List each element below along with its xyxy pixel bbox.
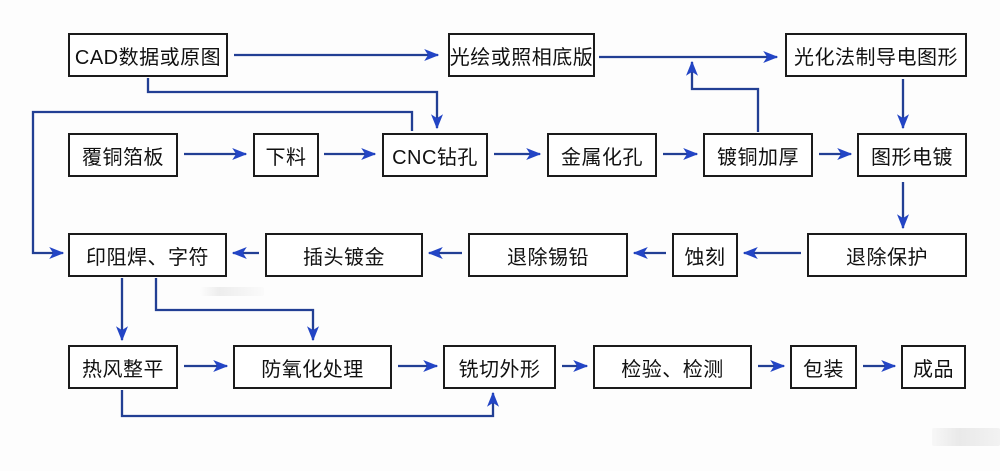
node-soldermask: 印阻焊、字符 [68,233,227,277]
node-gold-finger: 插头镀金 [265,233,423,277]
node-panel-plating: 镀铜加厚 [703,133,813,177]
watermark-smudge-bottom-right [932,428,1000,446]
node-strip-resist: 退除保护 [807,233,967,277]
node-film: 光绘或照相底版 [448,33,595,77]
edge-cad-to-cnc [146,78,443,130]
node-ccl: 覆铜箔板 [68,133,178,177]
node-hasl: 热风整平 [68,345,178,389]
node-cnc: CNC钻孔 [382,133,488,177]
watermark-smudge-center-left [200,287,264,296]
edge-soldermask-to-anti-oxidation [154,278,319,342]
node-anti-oxidation: 防氧化处理 [233,345,392,389]
node-photochem: 光化法制导电图形 [785,33,967,77]
node-blanking: 下料 [253,133,319,177]
node-strip-tinlead: 退除锡铅 [468,233,628,277]
node-inspection: 检验、检测 [593,345,752,389]
node-pth: 金属化孔 [547,133,657,177]
node-routing: 铣切外形 [443,345,556,389]
node-packaging: 包装 [790,345,857,389]
node-etching: 蚀刻 [672,233,738,277]
edge-panel-plating-to-photochem-line [686,60,760,132]
node-finished: 成品 [901,345,966,389]
edge-hasl-to-routing-bypass [120,390,499,418]
node-cad: CAD数据或原图 [68,33,228,77]
node-pattern-plating: 图形电镀 [857,133,967,177]
edge-cnc-to-soldermask-bypass [31,110,414,259]
